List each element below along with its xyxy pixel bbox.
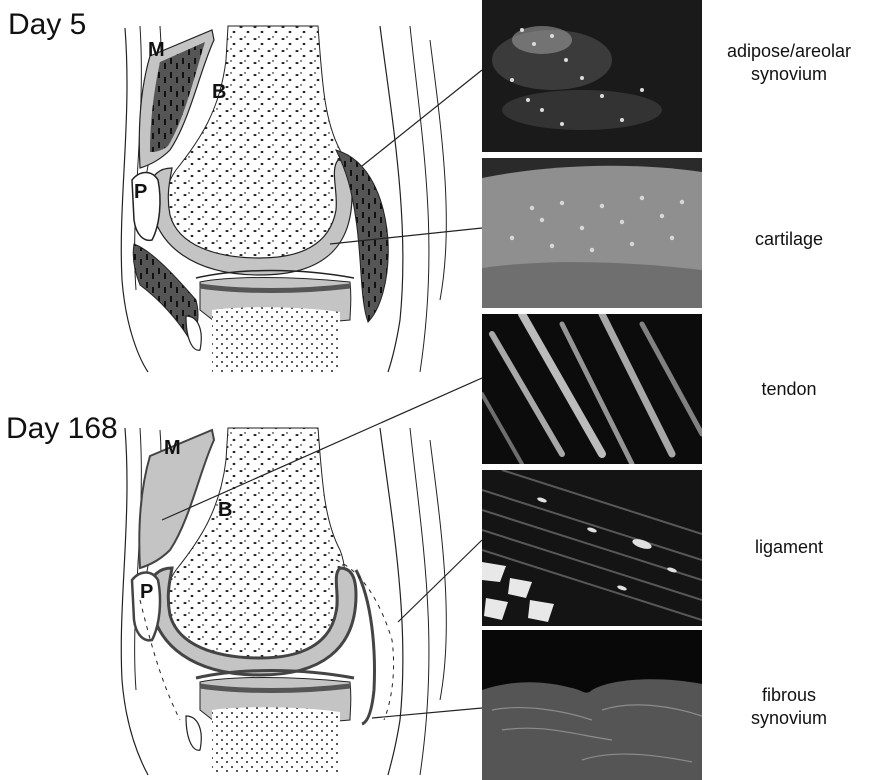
fibrous-synovium-micrograph xyxy=(482,630,702,780)
day-168-patella-letter: P xyxy=(140,581,153,603)
ligament-micrograph xyxy=(482,470,702,626)
day-168-bone-letter: B xyxy=(218,499,232,521)
cartilage-micrograph xyxy=(482,158,702,308)
tissue-label-ligament: ligament xyxy=(704,536,874,559)
tissue-label-cartilage: cartilage xyxy=(704,228,874,251)
day-5-patella-letter: P xyxy=(134,181,147,203)
tissue-label-fibrous-synovium: fibrous synovium xyxy=(704,684,874,729)
tissue-label-tendon: tendon xyxy=(704,378,874,401)
adipose-areolar-synovium-micrograph xyxy=(482,0,702,152)
tissue-label-adipose-areolar-synovium: adipose/areolar synovium xyxy=(704,40,874,85)
day-5-muscle-letter: M xyxy=(148,39,165,61)
day-168-joint-diagram: M B P xyxy=(121,428,446,775)
day-5-bone-letter: B xyxy=(212,81,226,103)
tendon-micrograph xyxy=(482,314,702,464)
day-168-muscle-letter: M xyxy=(164,437,181,459)
day-5-joint-diagram: M B P xyxy=(121,26,446,372)
